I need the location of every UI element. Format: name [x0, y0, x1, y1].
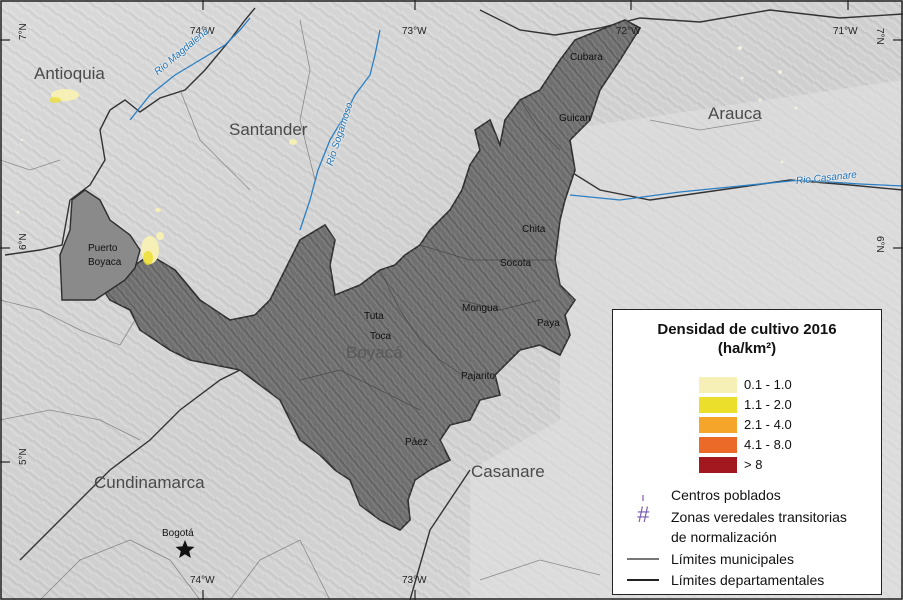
rivers [129, 17, 903, 231]
town-label-toca: Toca [370, 331, 392, 342]
region-label-boyaca: Boyacá [346, 343, 403, 362]
coord-bottom-74w: 74°W [190, 575, 215, 586]
legend-class-label: 2.1 - 4.0 [744, 417, 792, 432]
coord-left-5n: 5°N [18, 448, 29, 465]
legend-title-line1: Densidad de cultivo 2016 [657, 321, 837, 338]
town-label-paya: Paya [537, 318, 560, 329]
town-label-tuta: Tuta [364, 311, 384, 322]
coord-left-7n: 7°N [18, 23, 29, 40]
legend-title-line2: (ha/km²) [717, 340, 777, 357]
town-label-puerto-boyaca-1: Puerto [88, 243, 118, 254]
legend-class-label: > 8 [744, 457, 763, 472]
legend-class-label: 0.1 - 1.0 [744, 377, 792, 392]
coord-top-72w: 72°W [616, 26, 641, 37]
coca-patch [49, 97, 61, 103]
coord-bottom-73w: 73°W [402, 575, 427, 586]
boyaca-relief [100, 20, 640, 530]
municipal-line-icon [627, 558, 659, 560]
coord-top-74w: 74°W [190, 26, 215, 37]
legend-departmental-label: Límites departamentales [671, 572, 825, 588]
departmental-line-icon [627, 579, 659, 581]
region-label-cundinamarca: Cundinamarca [94, 473, 205, 492]
town-label-bogota: Bogotá [162, 528, 194, 539]
town-label-puerto-boyaca-2: Boyaca [88, 257, 122, 268]
centros-poblados [16, 46, 798, 214]
river-magdalena-line [129, 17, 251, 121]
puerto-boyaca-municipality[interactable] [59, 189, 141, 301]
coca-patch [143, 251, 153, 265]
legend-swatch [699, 397, 737, 413]
coca-patch [156, 232, 164, 240]
coord-left-6n: 6°N [18, 233, 29, 250]
legend-swatch [699, 457, 737, 473]
coca-density-patches [49, 89, 297, 265]
coord-right-6n: 6°N [874, 236, 885, 253]
legend-centros-poblados-label: Centros poblados [671, 487, 781, 503]
town-label-chita: Chita [522, 224, 546, 235]
departmental-boundaries [4, 7, 903, 600]
town-label-guican: Guican [559, 113, 591, 124]
legend-zonas-label-2: de normalización [671, 529, 777, 545]
town-label-socota: Socota [500, 258, 532, 269]
legend-class-label: 4.1 - 8.0 [744, 437, 792, 452]
coord-top-71w: 71°W [833, 26, 858, 37]
boyaca-municipal-lines [299, 99, 561, 411]
coca-patch [289, 139, 297, 145]
region-label-casanare: Casanare [471, 462, 545, 481]
town-label-paez: Páez [405, 437, 428, 448]
municipal-boundaries [0, 19, 761, 600]
region-label-antioquia: Antioquia [34, 64, 105, 83]
river-casanare-line [569, 179, 903, 201]
centros-poblados-icon [627, 488, 659, 506]
town-label-cubara: Cubara [570, 52, 603, 63]
town-label-pajarito: Pajarito [461, 371, 495, 382]
coca-patch [155, 208, 161, 212]
legend-panel: Densidad de cultivo 2016 (ha/km²) 0.1 - … [612, 309, 882, 595]
legend-swatch [699, 437, 737, 453]
zonas-veredales-icon: # [636, 502, 650, 527]
coord-top-73w: 73°W [402, 26, 427, 37]
legend-title: Densidad de cultivo 2016 (ha/km²) [613, 320, 881, 358]
region-label-santander: Santander [229, 120, 308, 139]
region-label-arauca: Arauca [708, 104, 762, 123]
bogota-star-icon [175, 540, 195, 558]
legend-municipal-label: Límites municipales [671, 551, 794, 567]
legend-class-label: 1.1 - 2.0 [744, 397, 792, 412]
legend-swatch [699, 417, 737, 433]
legend-zonas-label-1: Zonas veredales transitorias [671, 509, 847, 525]
coord-right-7n: 7°N [874, 28, 885, 45]
legend-swatch [699, 377, 737, 393]
town-label-mongua: Mongua [462, 303, 499, 314]
river-sogamoso-line [299, 29, 381, 231]
